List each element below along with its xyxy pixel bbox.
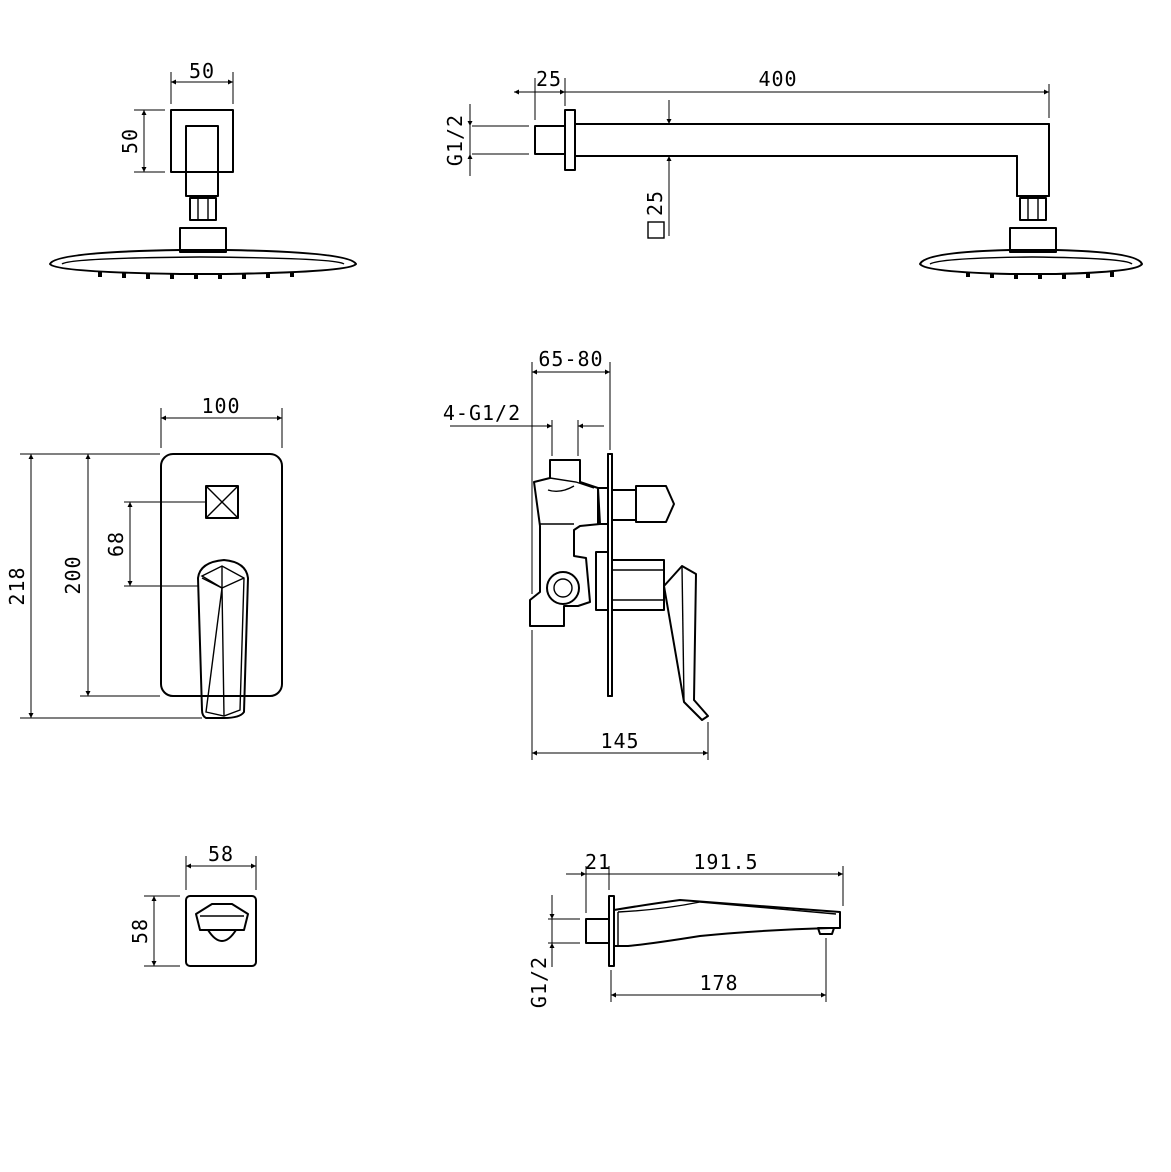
dim-valve-spacing: 68 bbox=[104, 531, 128, 557]
dim-arm-flange: 25 bbox=[536, 67, 562, 91]
wall-bracket bbox=[170, 109, 234, 173]
dim-arm-thread: G1/2 bbox=[443, 114, 467, 166]
spout-thread-stub bbox=[585, 918, 610, 944]
valve-side-view: 65-80 4-G1/2 145 bbox=[443, 347, 709, 760]
dim-spout-thread: G1/2 bbox=[527, 956, 551, 1008]
spout-body bbox=[613, 899, 841, 947]
dim-valve-depth-range: 65-80 bbox=[538, 347, 603, 371]
head-neck bbox=[179, 227, 227, 253]
spout-plate bbox=[185, 895, 257, 967]
dim-panel-total-height: 218 bbox=[5, 566, 29, 605]
valve-body bbox=[529, 459, 601, 627]
dim-spout-total-length: 191.5 bbox=[693, 850, 758, 874]
mixer-cartridge bbox=[611, 559, 665, 611]
dim-arm-length: 400 bbox=[758, 67, 797, 91]
wall-panel-front-view: 100 218 200 68 bbox=[5, 394, 283, 719]
shower-head-disc bbox=[49, 249, 357, 275]
arm-nozzle-row bbox=[966, 272, 1114, 279]
dim-valve-total-depth: 145 bbox=[600, 729, 639, 753]
arm-shower-head bbox=[919, 249, 1143, 275]
spout-front-view: 58 58 bbox=[128, 842, 257, 967]
dim-head-side-height: 50 bbox=[118, 128, 142, 154]
ball-joint bbox=[189, 197, 217, 221]
spout-aerator bbox=[817, 927, 835, 935]
shower-arm-view: 25 400 G1/2 25 bbox=[443, 67, 1143, 279]
arm-flange bbox=[564, 109, 576, 171]
wall-panel bbox=[160, 453, 283, 697]
dim-panel-height: 200 bbox=[61, 555, 85, 594]
mixer-lever-side bbox=[663, 565, 709, 721]
dim-arm-section: 25 bbox=[643, 190, 667, 216]
dim-valve-threads: 4-G1/2 bbox=[443, 401, 521, 425]
dim-head-side-width: 50 bbox=[189, 59, 215, 83]
dim-spout-flange: 21 bbox=[585, 850, 611, 874]
dim-spout-plate-width: 58 bbox=[208, 842, 234, 866]
outlet-ring bbox=[546, 571, 580, 605]
dim-panel-width: 100 bbox=[201, 394, 240, 418]
nozzle-row bbox=[98, 272, 294, 279]
arm-ball-joint bbox=[1019, 197, 1047, 221]
spout-side-view: 21 191.5 G1/2 178 bbox=[527, 850, 844, 1008]
arm-thread-stub bbox=[534, 125, 566, 155]
dim-spout-plate-height: 58 bbox=[128, 918, 152, 944]
dim-spout-reach: 178 bbox=[699, 971, 738, 995]
spout-outlet bbox=[195, 903, 249, 931]
shower-head-side-view: 50 50 bbox=[49, 59, 357, 279]
diverter-knob-side bbox=[635, 485, 675, 523]
mixer-lever bbox=[197, 559, 249, 719]
square-section-icon bbox=[647, 221, 665, 239]
arm-stub bbox=[185, 125, 219, 197]
